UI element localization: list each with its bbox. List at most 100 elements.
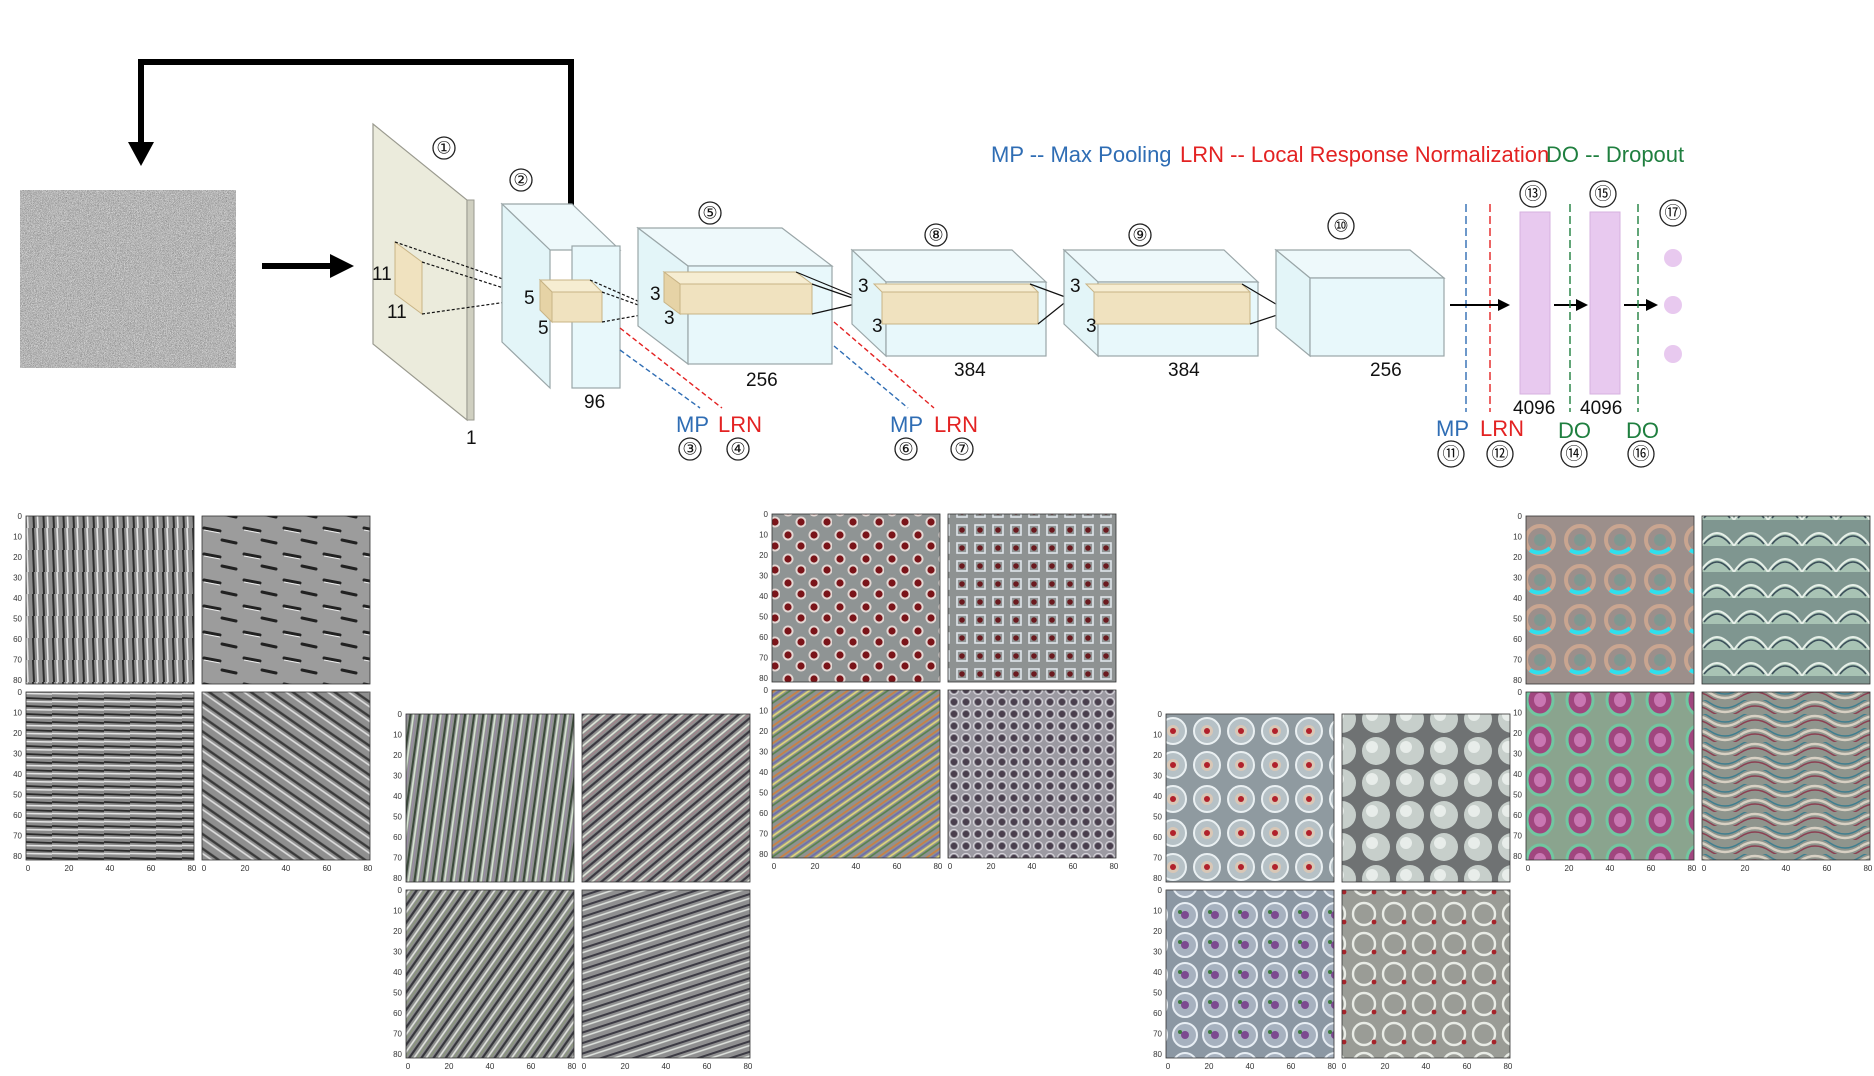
step-13-number: ⑬	[1525, 185, 1542, 204]
axis-tick-label: 50	[1153, 812, 1162, 821]
axis-tick-label: 80	[1109, 862, 1118, 871]
axis-tick-label: 0	[202, 864, 207, 873]
axis-tick-label: 0	[948, 862, 953, 871]
axis-tick-label: 60	[1822, 864, 1831, 873]
step-1-number: ①	[436, 139, 451, 158]
fc2-size-label: 4096	[1580, 398, 1622, 419]
legend-do: DO -- Dropout	[1546, 142, 1684, 167]
feature-panel-red-dots	[771, 513, 941, 683]
step-2-marker: ②	[509, 168, 533, 192]
axis-tick-label: 20	[1741, 864, 1750, 873]
axis-tick-label: 80	[759, 674, 768, 683]
pool3-mp-label: MP	[1436, 416, 1469, 441]
axis-tick-label: 60	[759, 633, 768, 642]
axis-tick-label: 20	[987, 862, 996, 871]
axis-tick-label: 30	[1513, 749, 1522, 758]
axis-tick-label: 70	[13, 831, 22, 840]
axis-tick-label: 50	[13, 614, 22, 623]
axis-tick-label: 70	[13, 655, 22, 664]
axis-tick-label: 80	[1863, 864, 1872, 873]
axis-tick-label: 40	[393, 792, 402, 801]
feature-panel-magenta-blobs	[1525, 691, 1695, 861]
axis-tick-label: 80	[393, 1050, 402, 1059]
step-16-marker: ⑯	[1627, 440, 1655, 468]
conv2-kernel-height: 3	[650, 284, 661, 305]
axis-tick-label: 70	[1513, 655, 1522, 664]
axis-tick-label: 0	[18, 688, 23, 697]
step-7-number: ⑦	[954, 440, 969, 459]
axis-tick-label: 60	[759, 809, 768, 818]
axis-tick-label: 60	[1068, 862, 1077, 871]
axis-tick-label: 40	[13, 770, 22, 779]
conv4-kernel-height: 3	[1070, 276, 1081, 297]
axis-tick-label: 40	[851, 862, 860, 871]
step-8-marker: ⑧	[924, 223, 948, 247]
axis-tick-label: 40	[1513, 770, 1522, 779]
axis-tick-label: 10	[393, 906, 402, 915]
conv5-depth-label: 256	[1370, 360, 1402, 381]
axis-tick-label: 80	[933, 862, 942, 871]
axis-tick-label: 0	[764, 510, 769, 519]
axis-tick-label: 80	[13, 676, 22, 685]
conv4-kernel-width: 3	[1086, 316, 1097, 337]
step-12-number: ⑫	[1492, 445, 1509, 464]
axis-tick-label: 40	[1153, 792, 1162, 801]
axis-tick-label: 50	[1513, 614, 1522, 623]
axis-tick-label: 0	[1518, 512, 1523, 521]
axis-tick-label: 20	[393, 751, 402, 760]
feature-panel-diag-color	[581, 713, 751, 883]
axis-tick-label: 70	[393, 1029, 402, 1038]
axis-tick-label: 80	[187, 864, 196, 873]
conv3-kernel-height: 3	[858, 276, 869, 297]
axis-tick-label: 60	[1153, 833, 1162, 842]
axis-tick-label: 0	[582, 1062, 587, 1071]
axis-tick-label: 60	[1646, 864, 1655, 873]
conv4-depth-label: 384	[1168, 360, 1200, 381]
conv3-kernel-width: 3	[872, 316, 883, 337]
step-13-marker: ⑬	[1519, 180, 1547, 208]
step-15-marker: ⑮	[1589, 180, 1617, 208]
mp-line-1	[619, 349, 701, 409]
fc1-size-label: 4096	[1513, 398, 1555, 419]
axis-tick-label: 70	[759, 829, 768, 838]
conv4-cube	[1062, 248, 1287, 358]
step-10-number: ⑩	[1333, 217, 1348, 236]
legend-mp: MP -- Max Pooling	[991, 142, 1172, 167]
step-7-marker: ⑦	[950, 437, 974, 461]
axis-tick-label: 20	[1153, 927, 1162, 936]
input-depth-label: 1	[466, 428, 477, 449]
axis-tick-label: 0	[1518, 688, 1523, 697]
conv2-depth-label: 256	[746, 370, 778, 391]
axis-tick-label: 30	[759, 571, 768, 580]
axis-tick-label: 0	[1158, 710, 1163, 719]
axis-tick-label: 80	[743, 1062, 752, 1071]
step-16-number: ⑯	[1633, 445, 1650, 464]
axis-tick-label: 50	[1513, 790, 1522, 799]
drop1-label: DO	[1558, 418, 1591, 443]
fc-arrow-3	[1624, 299, 1658, 311]
axis-tick-label: 40	[1513, 594, 1522, 603]
fc-arrow-2	[1554, 299, 1588, 311]
feature-visualizations: 0 10 20 30 40 50 60 70 80 0 10 20 30 40 50 60 70 80 0 20 40 6…	[13, 510, 1873, 1071]
axis-tick-label: 20	[241, 864, 250, 873]
feature-panel-diag-color2	[405, 889, 575, 1059]
axis-tick-label: 70	[1153, 853, 1162, 862]
axis-tick-label: 0	[1526, 864, 1531, 873]
axis-tick-label: 0	[406, 1062, 411, 1071]
conv1-kernel-height: 5	[524, 288, 535, 309]
axis-tick-label: 20	[1381, 1062, 1390, 1071]
axis-tick-label: 0	[18, 512, 23, 521]
axis-tick-label: 60	[13, 635, 22, 644]
axis-tick-label: 10	[393, 730, 402, 739]
axis-tick-label: 60	[146, 864, 155, 873]
step-11-marker: ⑪	[1437, 440, 1465, 468]
axis-tick-label: 10	[1513, 708, 1522, 717]
pool2-mp-label: MP	[890, 412, 923, 437]
axis-tick-label: 40	[661, 1062, 670, 1071]
axis-tick-label: 0	[1166, 1062, 1171, 1071]
axis-tick-label: 40	[281, 864, 290, 873]
axis-tick-label: 0	[1702, 864, 1707, 873]
feature-panel-diag-gray	[201, 691, 371, 861]
